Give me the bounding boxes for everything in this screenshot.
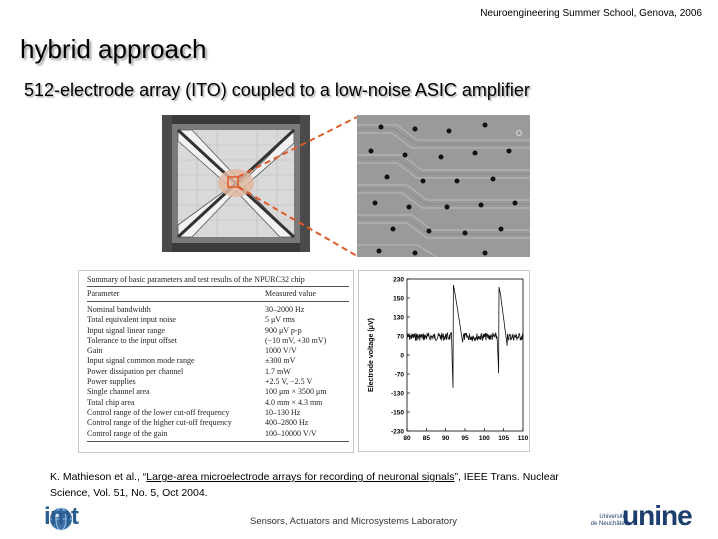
array-illustration xyxy=(357,115,530,257)
y-tick-label: 130 xyxy=(393,315,404,322)
parameters-table-figure: Summary of basic parameters and test res… xyxy=(78,270,354,453)
imt-logo-text: imt xyxy=(44,503,79,530)
unine-logo-text: unine xyxy=(622,500,693,531)
table-row: Input signal common mode range±300 mV xyxy=(87,356,296,366)
x-tick-label: 95 xyxy=(461,435,469,442)
electrode-array-micrograph xyxy=(357,115,530,257)
asic-chip-photo xyxy=(162,115,310,252)
x-tick-label: 80 xyxy=(403,435,411,442)
electrode-voltage-plot: 230 150 130 70 0 -70 -130 -150 -230 80 85 90 95 100 1… xyxy=(368,277,529,443)
imt-globe-icon xyxy=(50,507,72,531)
plot-y-axis-label: Electrode voltage (μV) xyxy=(368,318,375,392)
citation: K. Mathieson et al., “Large-area microel… xyxy=(50,469,570,501)
footer-lab-name: Sensors, Actuators and Microsystems Labo… xyxy=(250,516,457,527)
citation-authors: K. Mathieson et al., “ xyxy=(50,471,147,483)
parameters-table: Summary of basic parameters and test res… xyxy=(87,274,349,442)
y-tick-label: -230 xyxy=(391,429,404,436)
citation-link[interactable]: Large-area microelectrode arrays for rec… xyxy=(146,471,455,483)
slide-subtitle: 512-electrode array (ITO) coupled to a l… xyxy=(24,80,530,100)
y-tick-label: 150 xyxy=(393,296,404,303)
slide-title: hybrid approach xyxy=(20,34,207,64)
event-header: Neuroengineering Summer School, Genova, … xyxy=(480,8,702,19)
y-tick-label: 70 xyxy=(397,334,405,341)
table-caption: Summary of basic parameters and test res… xyxy=(87,275,305,284)
citation-rest: ”, IEEE Trans. Nuclear Science, Vol. 51,… xyxy=(50,471,559,499)
y-tick-label: -130 xyxy=(391,391,404,398)
table-header-value: Measured value xyxy=(265,289,316,298)
table-header-parameter: Parameter xyxy=(87,289,120,298)
y-tick-label: 230 xyxy=(393,277,404,284)
unine-logo-subtext: Université de Neuchâtel xyxy=(590,514,626,527)
plot-frame xyxy=(406,278,524,432)
y-tick-label: -150 xyxy=(391,410,404,417)
table-row: Control range of the lower cut-off frequ… xyxy=(87,407,301,417)
chip-illustration xyxy=(162,115,310,252)
x-tick-label: 100 xyxy=(479,435,490,442)
table-row: Power supplies+2.5 V, −2.5 V xyxy=(87,377,313,387)
voltage-trace xyxy=(406,284,524,388)
y-tick-label: -70 xyxy=(395,372,405,379)
x-tick-label: 105 xyxy=(498,435,509,442)
table-row: Tolerance to the input offset(−10 mV, +3… xyxy=(87,335,327,345)
x-tick-label: 85 xyxy=(423,435,431,442)
table-header-row: Parameter Measured value xyxy=(87,287,349,301)
x-tick-label: 110 xyxy=(518,435,529,442)
table-row: Control range of the higher cut-off freq… xyxy=(87,418,309,428)
electrode-voltage-plot-figure: 230 150 130 70 0 -70 -130 -150 -230 80 85 90 95 100 1… xyxy=(358,270,530,452)
y-tick-label: 0 xyxy=(400,353,404,360)
x-tick-label: 90 xyxy=(442,435,450,442)
